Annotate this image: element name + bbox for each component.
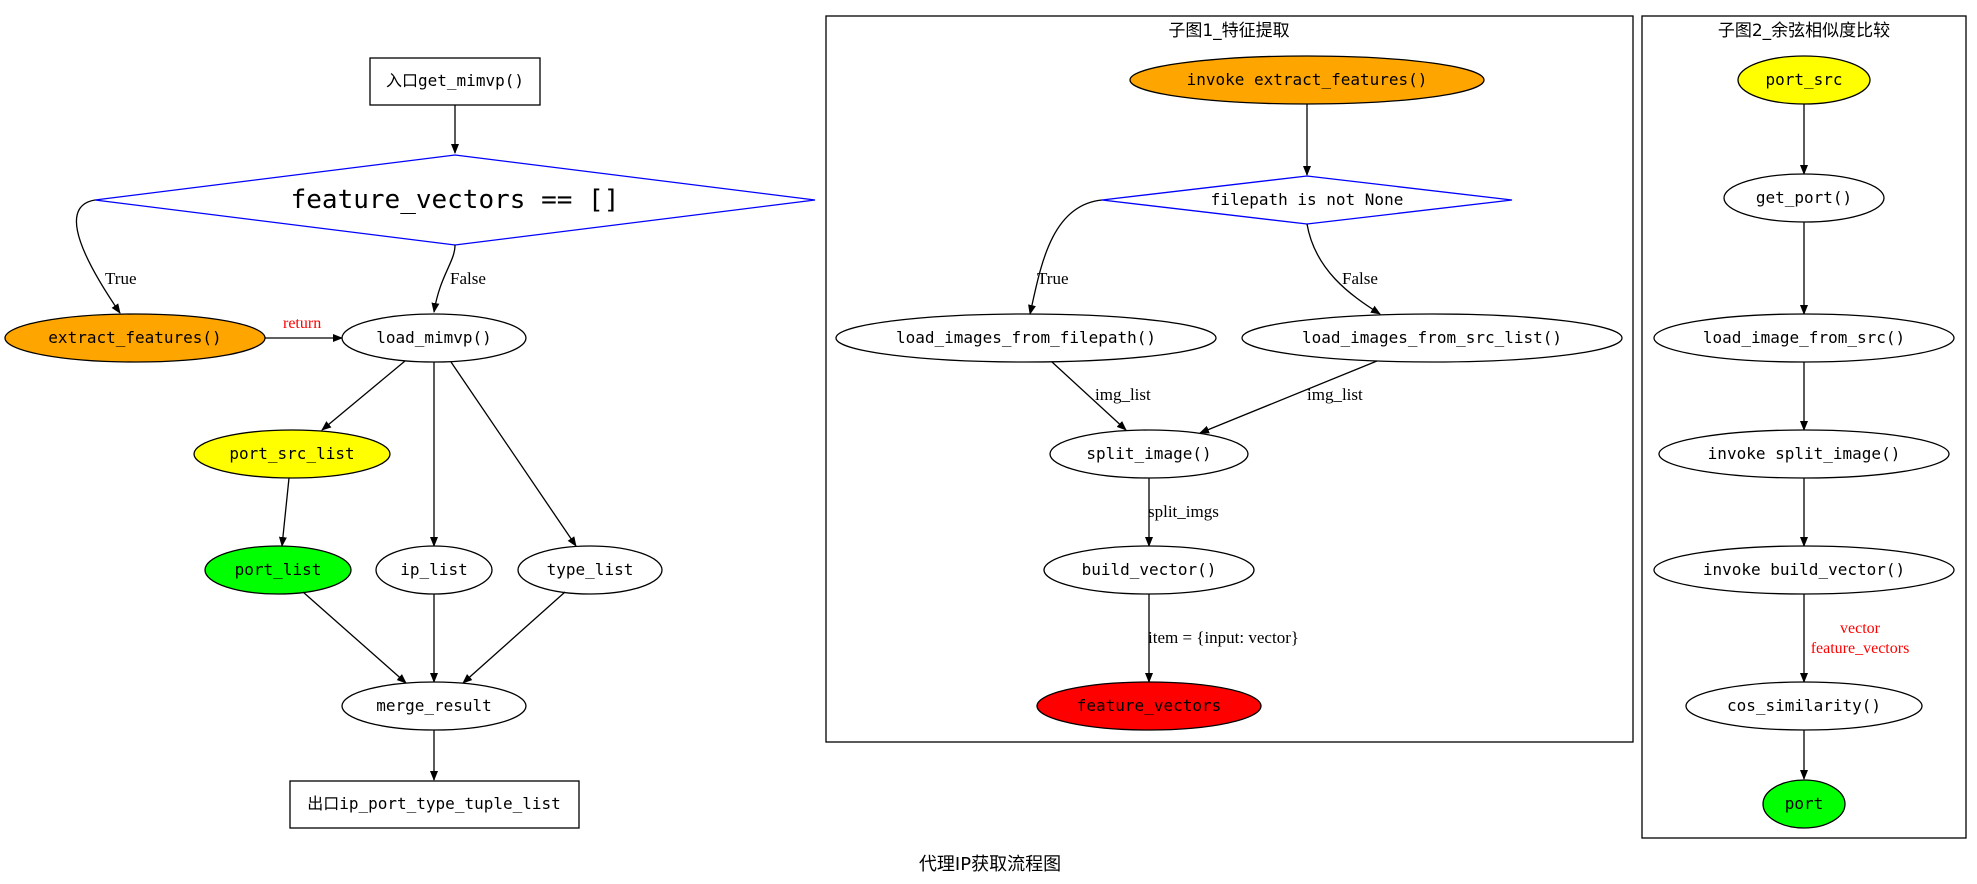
port-src-label: port_src	[1765, 70, 1842, 89]
subgraph-1-title: 子图1_特征提取	[1168, 21, 1289, 41]
extract-features-label: extract_features()	[48, 328, 221, 347]
exit-label: 出口ip_port_type_tuple_list	[307, 794, 561, 813]
port-list-node	[204, 545, 352, 595]
merge-result-label: merge_result	[376, 696, 492, 715]
subgraph-1-border	[825, 15, 1634, 743]
port-label: port	[1785, 794, 1824, 813]
img-list-right-label: img_list	[1307, 385, 1363, 404]
invoke-extract-label: invoke extract_features()	[1187, 70, 1428, 89]
entry-node	[369, 57, 541, 106]
cos-similarity-label: cos_similarity()	[1727, 696, 1881, 715]
get-port-label: get_port()	[1756, 188, 1852, 207]
filepath-decision-label: filepath is not None	[1211, 190, 1404, 209]
edge-typelist-merge	[462, 591, 566, 684]
edge-load-portsrc	[321, 360, 406, 431]
invoke-build-label: invoke build_vector()	[1703, 560, 1905, 579]
edge-portlist-merge	[302, 591, 407, 684]
item-label: item = {input: vector}	[1148, 628, 1299, 647]
edge-decision-loadfp	[1028, 199, 1103, 315]
edge-loadfp-split	[1051, 361, 1127, 431]
ip-list-label: ip_list	[400, 560, 467, 579]
decision-label: feature_vectors == []	[291, 185, 620, 215]
edge-decision-load	[431, 244, 456, 313]
edge-label-feature-vectors: feature_vectors	[1811, 640, 1910, 657]
feature-vectors-node	[1036, 681, 1262, 731]
load-srclist-label: load_images_from_src_list()	[1302, 328, 1562, 347]
exit-node	[289, 780, 580, 829]
load-mimvp-label: load_mimvp()	[376, 328, 492, 347]
sub1-false-label: False	[1342, 269, 1378, 288]
main-flow: 入口get_mimvp() feature_vectors == [] True…	[4, 57, 816, 829]
subgraph-2-title: 子图2_余弦相似度比较	[1718, 21, 1890, 41]
type-list-node	[517, 545, 663, 595]
edge-load-typelist	[450, 361, 577, 547]
edge-decision-extract	[75, 199, 121, 314]
true-label: True	[105, 269, 137, 288]
edge-loadsrc-split	[1199, 360, 1378, 434]
edge-decision-loadsrc	[1306, 223, 1381, 315]
port-src-list-node	[193, 429, 391, 479]
sub1-true-label: True	[1037, 269, 1069, 288]
subgraph-2-border	[1641, 15, 1967, 839]
load-srclist-node	[1241, 313, 1623, 363]
load-filepath-label: load_images_from_filepath()	[896, 328, 1156, 347]
edge-portsrc-portlist	[278, 477, 290, 547]
port-src-list-label: port_src_list	[229, 444, 354, 463]
feature-vectors-label: feature_vectors	[1077, 696, 1222, 715]
subgraph-1: 子图1_特征提取 invoke extract_features() filep…	[825, 15, 1634, 743]
invoke-split-label: invoke split_image()	[1708, 444, 1901, 463]
port-node	[1762, 779, 1846, 829]
split-imgs-label: split_imgs	[1148, 502, 1219, 521]
type-list-label: type_list	[547, 560, 634, 579]
false-label: False	[450, 269, 486, 288]
load-image-label: load_image_from_src()	[1703, 328, 1905, 347]
edge-label-vector: vector	[1840, 620, 1881, 637]
diagram-title: 代理IP获取流程图	[919, 854, 1061, 875]
split-image-label: split_image()	[1086, 444, 1211, 463]
return-label: return	[283, 315, 321, 332]
port-list-label: port_list	[235, 560, 322, 579]
entry-label: 入口get_mimvp()	[386, 71, 524, 90]
build-vector-label: build_vector()	[1082, 560, 1217, 579]
load-filepath-node	[835, 313, 1217, 363]
img-list-left-label: img_list	[1095, 385, 1151, 404]
subgraph-2: 子图2_余弦相似度比较 port_src get_port() load_ima…	[1641, 15, 1967, 839]
